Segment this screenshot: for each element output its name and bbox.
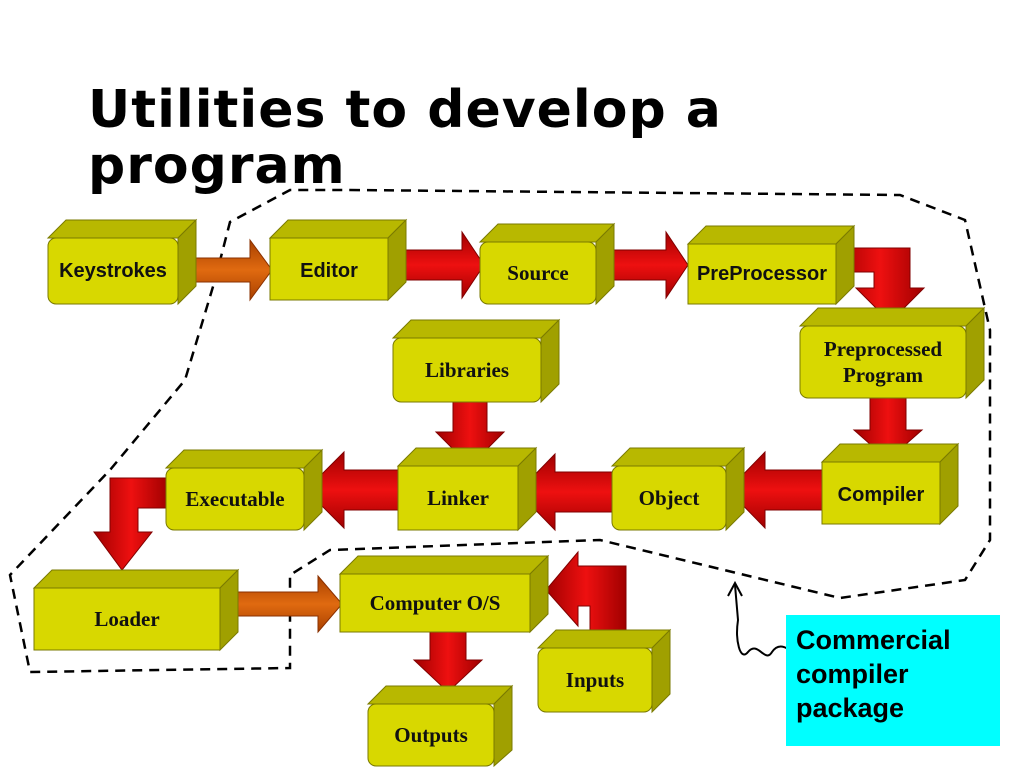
label-libraries: Libraries <box>425 358 509 382</box>
label-preprocessed-line2: Program <box>842 363 924 387</box>
box-loader <box>32 568 240 652</box>
arrow-executable-loader <box>93 477 169 571</box>
box-compiler <box>820 442 960 526</box>
box-editor <box>268 218 408 302</box>
label-linker: Linker <box>427 486 489 510</box>
label-source: Source <box>507 261 569 285</box>
callout-line3: package <box>796 693 905 723</box>
box-executable <box>164 448 324 532</box>
page-title: Utilities to develop a program <box>88 80 722 196</box>
arrow-inputs-os <box>545 550 627 641</box>
box-outputs <box>366 684 514 768</box>
label-preprocessor: PreProcessor <box>696 263 828 285</box>
label-preprocessed-program: Preprocessed Program <box>800 326 966 398</box>
box-libraries <box>391 318 561 404</box>
callout-pointer <box>734 584 801 659</box>
arrow-linker-executable <box>305 450 399 530</box>
box-preprocessor <box>686 224 856 306</box>
label-outputs: Outputs <box>394 723 468 747</box>
box-preprocessed-program <box>798 306 986 400</box>
box-computer-os <box>338 554 550 634</box>
arrow-loader-os <box>231 574 343 634</box>
label-executable: Executable <box>185 487 285 511</box>
box-inputs <box>536 628 672 714</box>
box-source <box>478 222 616 306</box>
callout-line1: Commercial <box>796 625 951 655</box>
arrow-preprocessor-preprocessed <box>835 247 926 323</box>
arrow-compiler-object <box>727 450 823 530</box>
box-keystrokes <box>46 218 198 306</box>
callout-pointer-head <box>727 580 743 597</box>
label-computer-os: Computer O/S <box>369 591 501 615</box>
label-preprocessed-line1: Preprocessed <box>823 337 943 361</box>
box-object <box>610 446 746 532</box>
label-loader: Loader <box>94 607 160 631</box>
label-compiler: Compiler <box>837 484 925 506</box>
label-keystrokes: Keystrokes <box>59 260 167 282</box>
box-linker <box>396 446 538 532</box>
callout-commercial-compiler-package: Commercial compiler package <box>786 615 1000 746</box>
label-object: Object <box>638 486 700 510</box>
callout-line2: compiler <box>796 659 909 689</box>
package-boundary <box>8 188 992 674</box>
label-inputs: Inputs <box>565 668 625 692</box>
arrow-os-outputs <box>412 631 484 693</box>
label-editor: Editor <box>300 260 358 282</box>
